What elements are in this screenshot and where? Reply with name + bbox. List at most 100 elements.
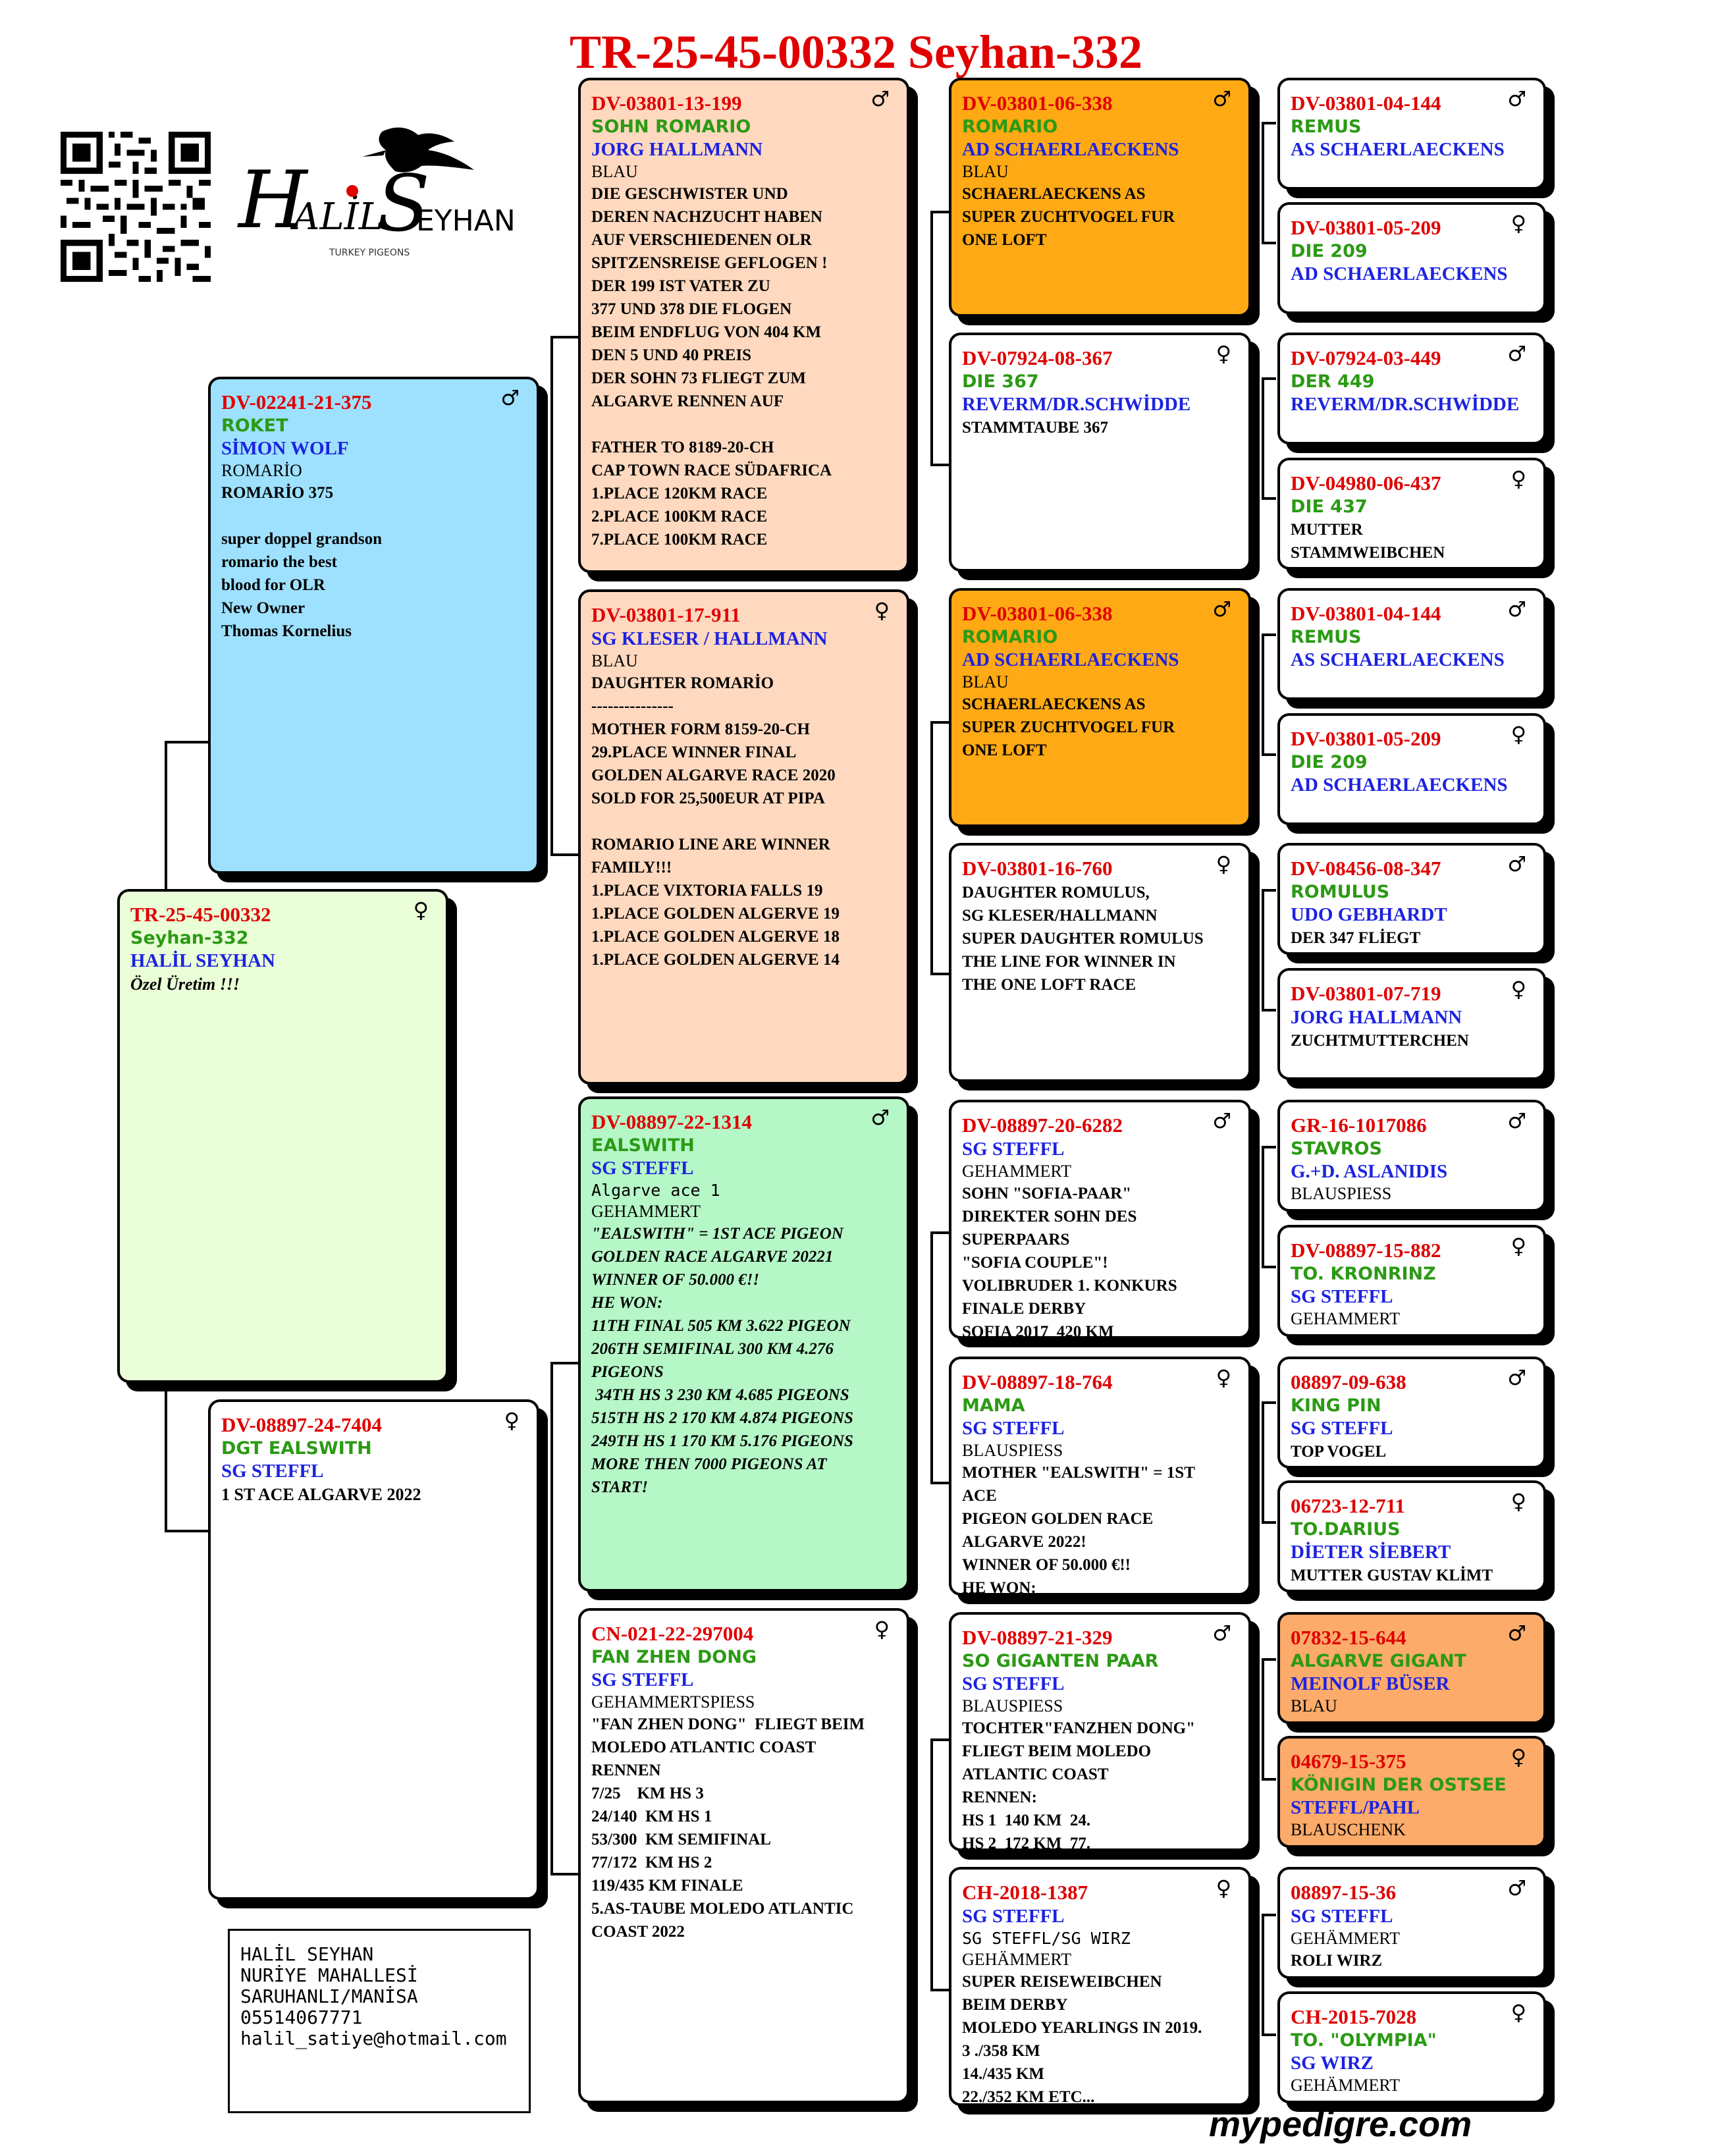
notes: 1 ST ACE ALGARVE 2022 xyxy=(221,1485,421,1504)
pigeon-card-g6[interactable]: ♀ DV-03801-05-209 DIE 209 AD SCHAERLAECK… xyxy=(1277,713,1546,825)
pigeon-card-g15[interactable]: ♂ 08897-15-36 SG STEFFL GEHÄMMERT ROLI W… xyxy=(1277,1867,1546,1979)
ring-number: TR-25-45-00332 xyxy=(130,903,271,926)
female-icon: ♀ xyxy=(874,1617,890,1642)
svg-text:EYHAN: EYHAN xyxy=(416,204,514,238)
svg-text:H: H xyxy=(237,155,309,246)
pigeon-name: KÖNIGIN DER OSTSEE xyxy=(1291,1775,1507,1795)
pigeon-name: ROMARIO xyxy=(962,117,1058,137)
pigeon-card-g13[interactable]: ♂ 07832-15-644 ALGARVE GIGANT MEINOLF BÜ… xyxy=(1277,1612,1546,1724)
breeder: SG STEFFL xyxy=(1291,1286,1393,1307)
pigeon-name: ROKET xyxy=(221,416,288,436)
connector xyxy=(1262,889,1276,892)
pigeon-card-dam[interactable]: ♀ DV-08897-24-7404 DGT EALSWITH SG STEFF… xyxy=(208,1399,539,1900)
ring-number: DV-07924-08-367 xyxy=(962,346,1113,369)
notes: DER 347 FLİEGT xyxy=(1291,929,1421,947)
pigeon-card-subject[interactable]: ♀ TR-25-45-00332 Seyhan-332 HALİL SEYHAN… xyxy=(117,889,448,1383)
pigeon-card-sds[interactable]: ♂ DV-03801-06-338 ROMARIO AD SCHAERLAECK… xyxy=(949,588,1251,827)
connector xyxy=(550,336,578,338)
pigeon-card-dam-sire[interactable]: ♂ DV-08897-22-1314 EALSWITH SG STEFFL Al… xyxy=(578,1096,909,1592)
pigeon-card-g11[interactable]: ♂ 08897-09-638 KING PIN SG STEFFL TOP VO… xyxy=(1277,1357,1546,1469)
pigeon-card-g8[interactable]: ♀ DV-03801-07-719 JORG HALLMANN ZUCHTMUT… xyxy=(1277,968,1546,1080)
footer-site-link[interactable]: mypedigre.com xyxy=(1209,2105,1472,2144)
connector xyxy=(1262,377,1264,500)
pigeon-card-sire[interactable]: ♂ DV-02241-21-375 ROKET SİMON WOLF ROMAR… xyxy=(208,377,539,874)
pigeon-card-sdd[interactable]: ♀ DV-03801-16-760 DAUGHTER ROMULUS, SG K… xyxy=(949,843,1251,1082)
connector xyxy=(165,741,167,889)
ring-number: DV-03801-04-144 xyxy=(1291,602,1441,625)
male-icon: ♂ xyxy=(1507,86,1526,111)
male-icon: ♂ xyxy=(1507,1365,1526,1390)
pigeon-card-ssd[interactable]: ♀ DV-07924-08-367 DIE 367 REVERM/DR.SCHW… xyxy=(949,333,1251,572)
pigeon-card-g16[interactable]: ♀ CH-2015-7028 TO. "OLYMPIA" SG WIRZ GEH… xyxy=(1277,1991,1546,2103)
pigeon-card-ddd[interactable]: ♀ CH-2018-1387 SG STEFFL SG STEFFL/SG WI… xyxy=(949,1867,1251,2106)
breeder: REVERM/DR.SCHWİDDE xyxy=(1291,394,1520,415)
pigeon-card-g9[interactable]: ♂ GR-16-1017086 STAVROS G.+D. ASLANIDIS … xyxy=(1277,1100,1546,1212)
pigeon-name: DGT EALSWITH xyxy=(221,1438,372,1459)
ring-number: DV-02241-21-375 xyxy=(221,391,372,414)
pigeon-card-g10[interactable]: ♀ DV-08897-15-882 TO. KRONRINZ SG STEFFL… xyxy=(1277,1225,1546,1337)
pigeon-card-g7[interactable]: ♂ DV-08456-08-347 ROMULUS UDO GEBHARDT D… xyxy=(1277,843,1546,955)
male-icon: ♂ xyxy=(1507,597,1526,622)
pigeon-card-dds[interactable]: ♂ DV-08897-21-329 SO GIGANTEN PAAR SG ST… xyxy=(949,1612,1251,1851)
color: BLAU xyxy=(591,651,638,670)
pigeon-card-dsd[interactable]: ♀ DV-08897-18-764 MAMA SG STEFFL BLAUSPI… xyxy=(949,1357,1251,1596)
pigeon-card-g2[interactable]: ♀ DV-03801-05-209 DIE 209 AD SCHAERLAECK… xyxy=(1277,202,1546,314)
pigeon-card-g12[interactable]: ♀ 06723-12-711 TO.DARIUS DİETER SİEBERT … xyxy=(1277,1480,1546,1592)
color: ROMARİO xyxy=(221,461,302,480)
connector xyxy=(1262,497,1276,500)
notes: SUPER REISEWEIBCHEN BEIM DERBY MOLEDO YE… xyxy=(962,1973,1202,2106)
pigeon-card-dam-dam[interactable]: ♀ CN-021-22-297004 FAN ZHEN DONG SG STEF… xyxy=(578,1608,909,2103)
connector xyxy=(930,973,949,975)
pigeon-name: DIE 367 xyxy=(962,371,1039,392)
ring-number: CN-021-22-297004 xyxy=(591,1622,754,1645)
pigeon-name: EALSWITH xyxy=(591,1135,695,1156)
color: Algarve ace 1 xyxy=(591,1181,720,1200)
color: BLAU xyxy=(962,162,1009,181)
pigeon-name: ROMARIO xyxy=(962,627,1058,647)
notes: SOHN "SOFIA-PAAR" DIREKTER SOHN DES SUPE… xyxy=(962,1185,1177,1339)
pigeon-card-g3[interactable]: ♂ DV-07924-03-449 DER 449 REVERM/DR.SCHW… xyxy=(1277,333,1546,445)
color: SG STEFFL/SG WIRZ xyxy=(962,1929,1131,1948)
pigeon-name: DER 449 xyxy=(1291,371,1375,392)
breeder: SG STEFFL xyxy=(962,1906,1065,1927)
ring-number: CH-2015-7028 xyxy=(1291,2005,1417,2028)
breeder: SG STEFFL xyxy=(962,1418,1065,1439)
ring-number: DV-03801-05-209 xyxy=(1291,727,1441,750)
pigeon-name: ALGARVE GIGANT xyxy=(1291,1651,1466,1671)
address-email[interactable]: halil_satiye@hotmail.com xyxy=(240,2028,507,2049)
ring-number: GR-16-1017086 xyxy=(1291,1114,1427,1137)
notes: ZUCHTMUTTERCHEN xyxy=(1291,1032,1469,1050)
connector xyxy=(1262,377,1276,380)
pigeon-card-sss[interactable]: ♂ DV-03801-06-338 ROMARIO AD SCHAERLAECK… xyxy=(949,78,1251,317)
pigeon-card-g4[interactable]: ♀ DV-04980-06-437 DIE 437 MUTTER STAMMWE… xyxy=(1277,458,1546,570)
male-icon: ♂ xyxy=(1507,1875,1526,1900)
pigeon-card-g14[interactable]: ♀ 04679-15-375 KÖNIGIN DER OSTSEE STEFFL… xyxy=(1277,1736,1546,1848)
pigeon-card-sire-dam[interactable]: ♀ DV-03801-17-911 SG KLESER / HALLMANN B… xyxy=(578,589,909,1085)
pigeon-name: Seyhan-332 xyxy=(130,928,249,948)
breeder: SG STEFFL xyxy=(1291,1906,1393,1927)
breeder: AD SCHAERLAECKENS xyxy=(1291,263,1508,284)
female-icon: ♀ xyxy=(1216,1365,1231,1390)
pigeon-card-dss[interactable]: ♂ DV-08897-20-6282 SG STEFFL GEHAMMERT S… xyxy=(949,1100,1251,1339)
male-icon: ♂ xyxy=(870,86,890,111)
notes: DIE GESCHWISTER UND DEREN NACHZUCHT HABE… xyxy=(591,185,832,549)
ring-number: DV-08456-08-347 xyxy=(1291,857,1441,880)
connector xyxy=(1262,1658,1264,1781)
color: GEHAMMERT xyxy=(962,1162,1071,1181)
pigeon-name: STAVROS xyxy=(1291,1139,1382,1159)
svg-text:TURKEY PIGEONS: TURKEY PIGEONS xyxy=(329,248,410,258)
pigeon-name: REMUS xyxy=(1291,627,1362,647)
pigeon-card-g1[interactable]: ♂ DV-03801-04-144 REMUS AS SCHAERLAECKEN… xyxy=(1277,78,1546,190)
color: GEHAMMERTSPIESS xyxy=(591,1692,755,1711)
notes: SCHAERLAECKENS AS SUPER ZUCHTVOGEL FUR O… xyxy=(962,695,1175,759)
pigeon-card-g5[interactable]: ♂ DV-03801-04-144 REMUS AS SCHAERLAECKEN… xyxy=(1277,588,1546,700)
ring-number: DV-03801-07-719 xyxy=(1291,982,1441,1005)
male-icon: ♂ xyxy=(1212,1108,1231,1133)
ring-number: DV-08897-20-6282 xyxy=(962,1114,1123,1137)
pigeon-card-sire-sire[interactable]: ♂ DV-03801-13-199 SOHN ROMARIO JORG HALL… xyxy=(578,78,909,573)
connector xyxy=(165,741,208,743)
female-icon: ♀ xyxy=(1511,722,1526,747)
pigeon-name: ROMULUS xyxy=(1291,882,1390,902)
breeder: SG KLESER / HALLMANN xyxy=(591,628,828,649)
pigeon-name: REMUS xyxy=(1291,117,1362,137)
